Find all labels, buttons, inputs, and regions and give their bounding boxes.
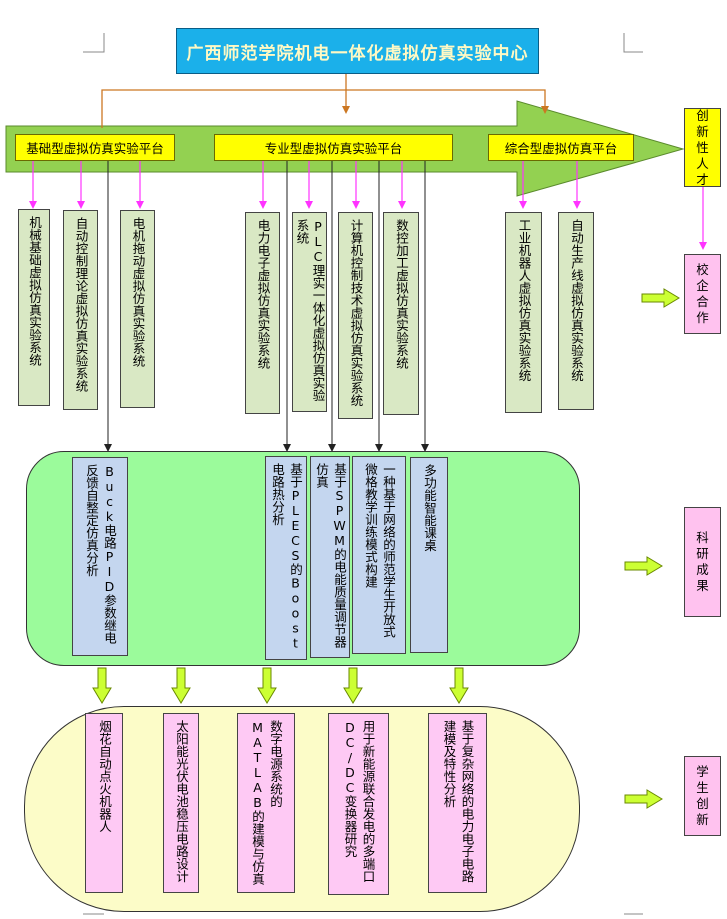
center-title: 广西师范学院机电一体化虚拟仿真实验中心	[176, 28, 539, 74]
research-box: 基于SPWM的电能质量调节器仿真	[310, 456, 350, 658]
system-box: 自动控制理论虚拟仿真实验系统	[63, 210, 98, 410]
system-box: 工业机器人虚拟仿真实验系统	[505, 212, 542, 413]
platform-professional: 专业型虚拟仿真实验平台	[214, 134, 453, 161]
right-arrow-2	[624, 556, 663, 576]
system-box: 电力电子虚拟仿真实验系统	[245, 212, 280, 414]
school-enterprise-box: 校企合作	[684, 254, 721, 334]
student-work-box: 烟花自动点火机器人	[85, 713, 123, 893]
system-box: 自动生产线虚拟仿真实验系统	[558, 212, 594, 410]
platform-basic: 基础型虚拟仿真实验平台	[15, 134, 175, 161]
right-arrow-1	[641, 288, 680, 308]
research-box: Buck电路PID参数继电反馈自整定仿真分析	[72, 457, 128, 656]
system-box: PLC理实一体化虚拟仿真实验系统	[292, 212, 327, 412]
right-arrow-3	[624, 789, 663, 809]
student-work-box: 数字电源系统的MATLAB的建模与仿真	[237, 713, 295, 893]
platform-comprehensive: 综合型虚拟仿真平台	[488, 134, 634, 161]
innovation-talent-box: 创新性人才	[684, 108, 721, 187]
research-box: 基于PLECS的Boost电路热分析	[265, 456, 307, 660]
system-box: 机械基础虚拟仿真实验系统	[18, 209, 50, 406]
system-box: 电机拖动虚拟仿真实验系统	[120, 210, 155, 408]
research-box: 多功能智能课桌	[410, 457, 448, 653]
student-innovation-box: 学生创新	[684, 756, 721, 836]
student-work-box: 太阳能光伏电池稳压电路设计	[163, 713, 199, 893]
research-results-box: 科研成果	[684, 507, 721, 617]
student-work-box: 用于新能源联合发电的多端口DC/DC变换器研究	[328, 713, 389, 895]
research-box: 一种基于网络的师范学生开放式微格教学训练模式构建	[352, 456, 406, 654]
student-work-box: 基于复杂网络的电力电子电路建模及特性分析	[428, 713, 487, 893]
system-box: 数控加工虚拟仿真实验系统	[383, 212, 419, 415]
system-box: 计算机控制技术虚拟仿真实验系统	[338, 212, 373, 419]
